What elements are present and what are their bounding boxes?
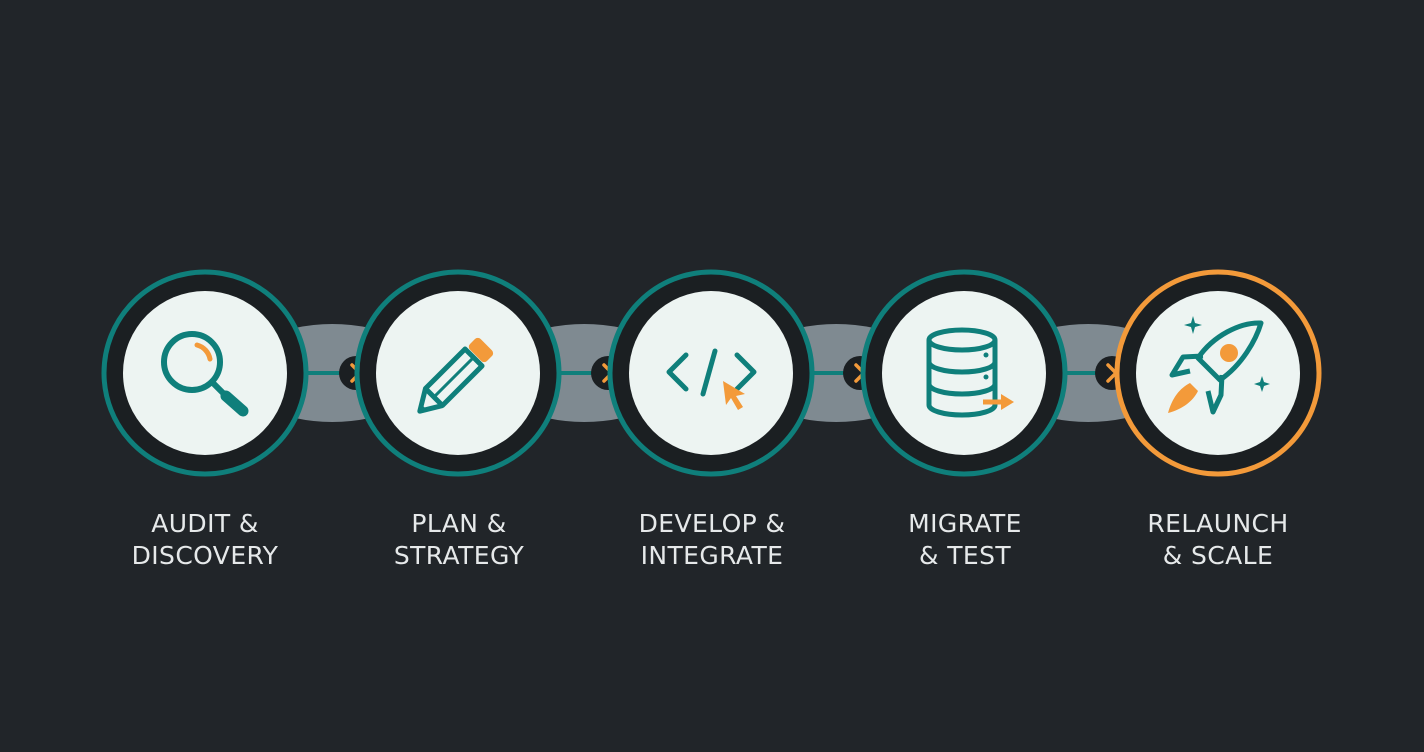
step-label-line: DEVELOP &: [638, 509, 786, 538]
step-node-relaunch: [1114, 269, 1322, 477]
step-label-line: STRATEGY: [393, 541, 525, 570]
step-label-line: MIGRATE: [908, 509, 1022, 538]
step-node-develop: [607, 269, 815, 477]
rocket-icon: [1168, 316, 1270, 415]
step-label-migrate: MIGRATE & TEST: [845, 508, 1085, 572]
step-label-line: DISCOVERY: [131, 541, 279, 570]
pencil-icon: [417, 337, 494, 414]
step-node-migrate: [860, 269, 1068, 477]
step-label-line: & SCALE: [1162, 541, 1274, 570]
step-label-line: AUDIT &: [151, 509, 259, 538]
step-label-line: INTEGRATE: [640, 541, 784, 570]
code-cursor-icon: [666, 348, 757, 410]
step-label-line: RELAUNCH: [1147, 509, 1289, 538]
step-node-plan: [354, 269, 562, 477]
step-label-line: & TEST: [918, 541, 1012, 570]
step-label-plan: PLAN & STRATEGY: [339, 508, 579, 572]
step-label-relaunch: RELAUNCH & SCALE: [1098, 508, 1338, 572]
step-label-line: PLAN &: [411, 509, 507, 538]
step-node-audit: [101, 269, 309, 477]
magnifying-glass-icon: [161, 331, 249, 417]
step-label-audit: AUDIT & DISCOVERY: [85, 508, 325, 572]
database-arrow-icon: [926, 327, 1014, 418]
connector: [799, 324, 877, 422]
step-label-develop: DEVELOP & INTEGRATE: [592, 508, 832, 572]
